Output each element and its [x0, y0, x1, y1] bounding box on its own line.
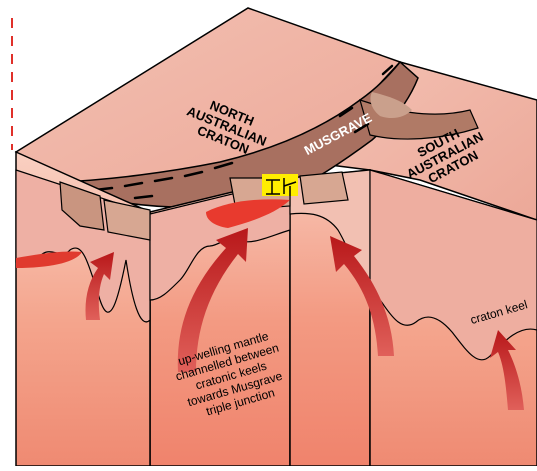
triple-junction-highlight	[262, 174, 298, 196]
